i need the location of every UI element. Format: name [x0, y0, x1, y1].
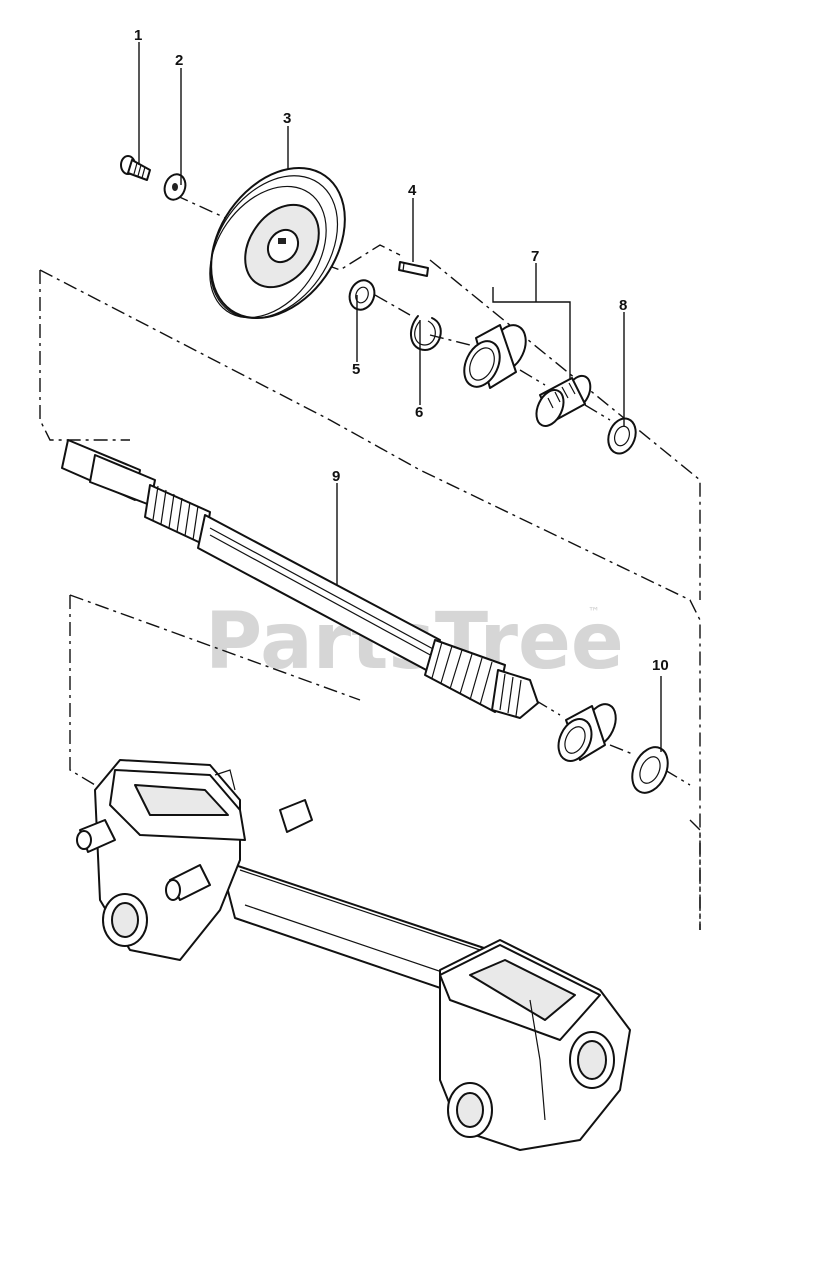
callout-9: 9 — [332, 468, 340, 485]
part-2-washer — [163, 173, 187, 201]
part-3-pulley — [209, 167, 346, 319]
callout-labels: 1 2 3 4 5 6 7 8 9 10 — [134, 27, 669, 674]
part-10-bearing-cup — [557, 703, 617, 762]
part-10-washer — [631, 746, 669, 794]
watermark-trademark: ™ — [588, 605, 600, 619]
callout-6: 6 — [415, 404, 423, 421]
callout-7: 7 — [531, 248, 539, 265]
callout-leaders — [138, 42, 662, 752]
part-5-washer — [348, 279, 376, 311]
part-1-screw — [120, 155, 151, 181]
callout-8: 8 — [619, 297, 627, 314]
callout-10: 10 — [652, 657, 669, 674]
part-4-key — [398, 261, 429, 277]
axle-housing — [76, 759, 631, 1151]
part-7-bearing-cone — [535, 374, 592, 427]
callout-2: 2 — [175, 52, 183, 69]
callout-1: 1 — [134, 27, 142, 44]
callout-4: 4 — [408, 182, 417, 199]
part-6-retaining-ring — [409, 315, 442, 351]
part-7-bearing-cup — [463, 324, 527, 389]
callout-3: 3 — [283, 110, 291, 127]
part-8-washer — [607, 417, 637, 455]
part-9-worm-shaft — [61, 439, 539, 719]
callout-5: 5 — [352, 361, 360, 378]
